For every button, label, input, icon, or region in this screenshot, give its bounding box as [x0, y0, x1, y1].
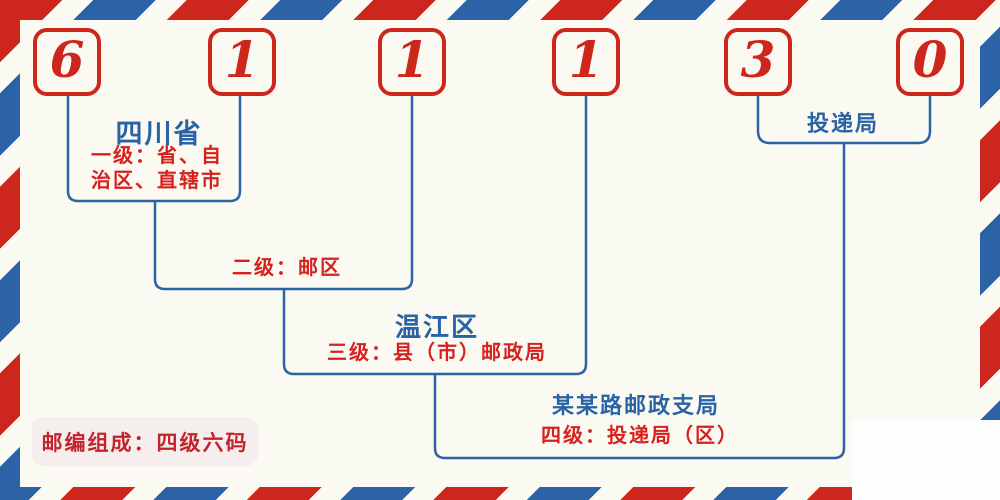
corner-white-patch	[852, 420, 1000, 500]
code-digit-box-5: 3	[724, 28, 792, 96]
code-digit-box-3: 1	[378, 28, 446, 96]
level1-description-line1: 一级：省、自	[91, 143, 223, 167]
delivery-bureau-name: 投递局	[806, 111, 880, 137]
level4-branch-name: 某某路邮政支局	[551, 393, 721, 419]
digit-5: 3	[740, 30, 776, 89]
code-digit-box-4: 1	[552, 28, 620, 96]
footer-note-pill: 邮编组成：四级六码	[32, 417, 258, 466]
footer-note-text: 邮编组成：四级六码	[41, 429, 249, 455]
code-digit-box-2: 1	[208, 28, 276, 96]
digit-1: 6	[49, 30, 85, 89]
level2-description: 二级：邮区	[232, 255, 342, 279]
digit-4: 1	[568, 30, 604, 89]
code-digit-box-6: 0	[896, 28, 964, 96]
level3-description: 三级：县（市）邮政局	[327, 340, 547, 364]
level1-description: 一级：省、自 治区、直辖市	[91, 143, 223, 193]
level1-region-name: 四川省	[115, 119, 203, 150]
level1-description-line2: 治区、直辖市	[91, 168, 223, 192]
digit-3: 1	[394, 30, 430, 89]
level3-district-name: 温江区	[394, 313, 480, 343]
level4-description: 四级：投递局（区）	[541, 423, 739, 447]
code-digit-box-1: 6	[33, 28, 101, 96]
digit-6: 0	[912, 30, 948, 89]
digit-2: 1	[224, 30, 260, 89]
